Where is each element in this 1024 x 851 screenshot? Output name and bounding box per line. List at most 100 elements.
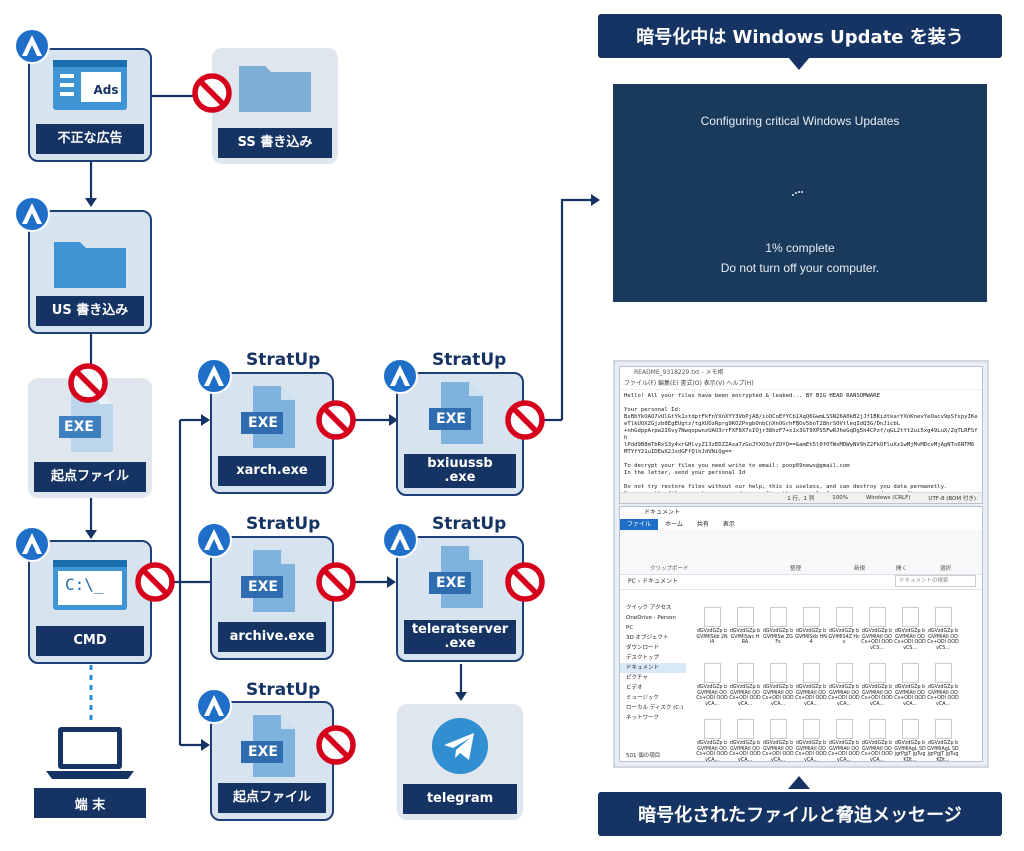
explorer-statusbar: 501 個の項目 [626,753,661,759]
file-icon [736,719,754,739]
stage-label: StratUp [432,514,507,534]
encrypted-file-item[interactable]: dGVzdGZp bGVfMlAtl OOCs+ODl OODvCS... [861,607,893,669]
attack-step-icon [382,522,418,558]
encrypted-file-item[interactable]: dGVzdGZp bGVfMlAtl OOCs+ODl OODvCA... [795,663,827,725]
encrypted-file-item[interactable]: dGVzdGZp bGVfMlAgL SDjgrPgjT jgTugKDt... [927,719,959,761]
file-name: dGVzdGZp bGVfMlAtl OOCs+ODl OODvCA... [861,741,893,762]
file-icon [934,663,952,683]
status-encoding: UTF-8 (BOM 付き) [928,496,976,502]
encrypted-file-item[interactable]: dGVzdGZp bGVfMlAtl OOCs+ODl OODvCA... [861,663,893,725]
exe-text: EXE [436,575,466,591]
sidebar-item[interactable]: OneDrive - Person [626,615,676,621]
terminal-window-icon [30,560,150,612]
update-heading: Configuring critical Windows Updates [700,114,900,128]
tab-share[interactable]: 共有 [696,521,709,528]
folder-icon [30,234,150,288]
notepad-statusbar: 1 行、1 列 100% Windows (CRLF) UTF-8 (BOM 付… [620,492,982,503]
encrypted-file-item[interactable]: dGVzdGZp bGVfMlSkb HN4 [795,607,827,669]
search-box[interactable]: ドキュメントの検索 [895,575,976,587]
label-line-1: teleratserver [411,622,509,637]
file-name: dGVzdGZp bGVfMlAtl OOCs+ODl OODvCA... [729,741,761,762]
file-icon [736,607,754,627]
encrypted-file-item[interactable]: dGVzdGZp bGVfMlAtl OOCs+ODl OODvCA... [861,719,893,762]
file-icon [835,607,853,627]
encrypted-file-item[interactable]: dGVzdGZp bGVfMlAtl OOCs+ODl OODvCS... [894,607,926,669]
exe-file-icon [212,713,332,779]
file-icon [802,719,820,739]
node-label: xarch.exe [218,456,326,486]
status-cursor: 1 行、1 列 [787,496,815,502]
file-name: dGVzdGZp bGVfMlAtl OOCs+ODl OODvCA... [861,685,893,707]
update-progress-text: 1% complete [765,241,835,255]
sidebar-item[interactable]: PC [626,625,634,631]
sidebar-item[interactable]: ミュージック [626,695,659,701]
encrypted-file-item[interactable]: dGVzdGZp bGVfMlSwc HRA [729,607,761,669]
encrypted-file-item[interactable]: dGVzdGZp bGVfMlAtl OOCs+ODl OODvCA... [696,719,728,761]
sidebar-item[interactable]: デスクトップ [626,655,660,661]
node-label: 不正な広告 [36,124,144,154]
file-icon [736,663,754,683]
encrypted-file-item[interactable]: dGVzdGZp bGVfMlAtl OOCs+ODl OODvCA... [696,663,728,725]
encrypted-file-item[interactable]: dGVzdGZp bGVfMlAtl OOCs+ODl OODvCA... [762,663,794,725]
sidebar-item[interactable]: ローカル ディスク (C:) [626,705,684,711]
file-name: dGVzdGZp bGVfMlAtl OOCs+ODl OODvCA... [795,685,827,707]
sidebar-item[interactable]: ビデオ [626,685,643,691]
encrypted-file-item[interactable]: dGVzdGZp bGVfMlAtl OOCs+ODl OODvCA... [828,719,860,761]
file-name: dGVzdGZp bGVfMlSwc HRA [729,629,761,646]
encrypted-file-item[interactable]: dGVzdGZp bGVfMlAtl OOCs+ODl OODvCA... [828,663,860,725]
encrypted-file-item[interactable]: dGVzdGZp bGVfMlSkb 2Nl4 [696,607,728,669]
encrypted-file-item[interactable]: dGVzdGZp bGVfMlSw ZGFs [762,607,794,669]
encrypted-file-item[interactable]: dGVzdGZp bGVfMlAtl OOCs+ODl OODvCA... [894,663,926,725]
encrypted-file-item[interactable]: dGVzdGZp bGVfMlAtl OOCs+ODl OODvCA... [927,663,959,725]
sidebar-item[interactable]: ダウンロード [626,645,660,651]
file-icon [769,607,787,627]
sidebar-item[interactable]: クイック アクセス [626,605,672,611]
exe-text: EXE [248,415,278,431]
attack-step-icon [14,196,50,232]
attack-step-icon [196,522,232,558]
node-ss-write: SS 書き込み [212,48,338,164]
file-icon [703,607,721,627]
ribbon-group-new: 新規 [854,566,866,572]
sidebar-item[interactable]: 3D オブジェクト [626,635,669,641]
file-icon [835,663,853,683]
file-name: dGVzdGZp bGVfMlAtl OOCs+ODl OODvCA... [795,741,827,762]
node-malicious-ad: Ads 不正な広告 [28,48,152,162]
node-label: teleratserver.exe [404,620,516,654]
sidebar-item[interactable]: ドキュメント [620,663,686,673]
encrypted-file-item[interactable]: dGVzdGZp bGVfMlAtl OOCs+ODl OODvCA... [762,719,794,761]
label-line-2: .exe [444,470,476,485]
exe-file-icon [212,548,332,614]
banner-pointer [788,776,810,789]
node-bxiuussb: EXE bxiuussb.exe [396,372,524,496]
stage-label: StratUp [432,350,507,370]
node-label: telegram [403,784,517,814]
bottom-banner: 暗号化されたファイルと脅迫メッセージ [598,792,1002,836]
sidebar-item[interactable]: ピクチャ [626,675,648,681]
tab-view[interactable]: 表示 [722,521,735,528]
encrypted-file-item[interactable]: dGVzdGZp bGVfMlAtl OOCs+ODl OODvCA... [729,719,761,762]
address-bar[interactable]: PC › ドキュメント [620,575,982,590]
ribbon-group-select: 選択 [940,566,952,572]
encrypted-file-item[interactable]: dGVzdGZp bGVfMlAtl OOCs+ODl OODvCS... [927,607,959,669]
notepad-menu: ファイル(F) 編集(E) 書式(O) 表示(V) ヘルプ(H) [620,379,982,390]
encrypted-file-item[interactable]: dGVzdGZp bGVfMlAtl OOCs+ODl OODvCA... [729,663,761,725]
notepad-window: README_9318229.txt - メモ帳 ファイル(F) 編集(E) 書… [619,366,983,504]
tab-home[interactable]: ホーム [665,521,683,528]
encrypted-file-item[interactable]: dGVzdGZp bGVfMlAtl OOCs+ODl OODvCA... [795,719,827,762]
node-start-file-2: EXE 起点ファイル [210,701,334,821]
encrypted-file-item[interactable]: dGVzdGZp bGVfMlAgL SDjgrPgjT jgTugKDt... [894,719,926,761]
top-banner: 暗号化中は Windows Update を装う [598,14,1002,58]
stage-label: StratUp [246,350,321,370]
sidebar-item[interactable]: ネットワーク [626,715,660,721]
block-icon [316,725,356,765]
ad-window-icon [30,60,150,112]
block-icon [316,400,356,440]
encrypted-file-item[interactable]: dGVzdGZp bGVfMlS4Z Hcv [828,607,860,669]
node-label: SS 書き込み [218,128,332,158]
block-icon [316,562,356,602]
node-cmd: C:\_ CMD [28,540,152,664]
ribbon-group-clipboard: クリップボード [650,566,689,572]
tab-file[interactable]: ファイル [620,519,659,530]
